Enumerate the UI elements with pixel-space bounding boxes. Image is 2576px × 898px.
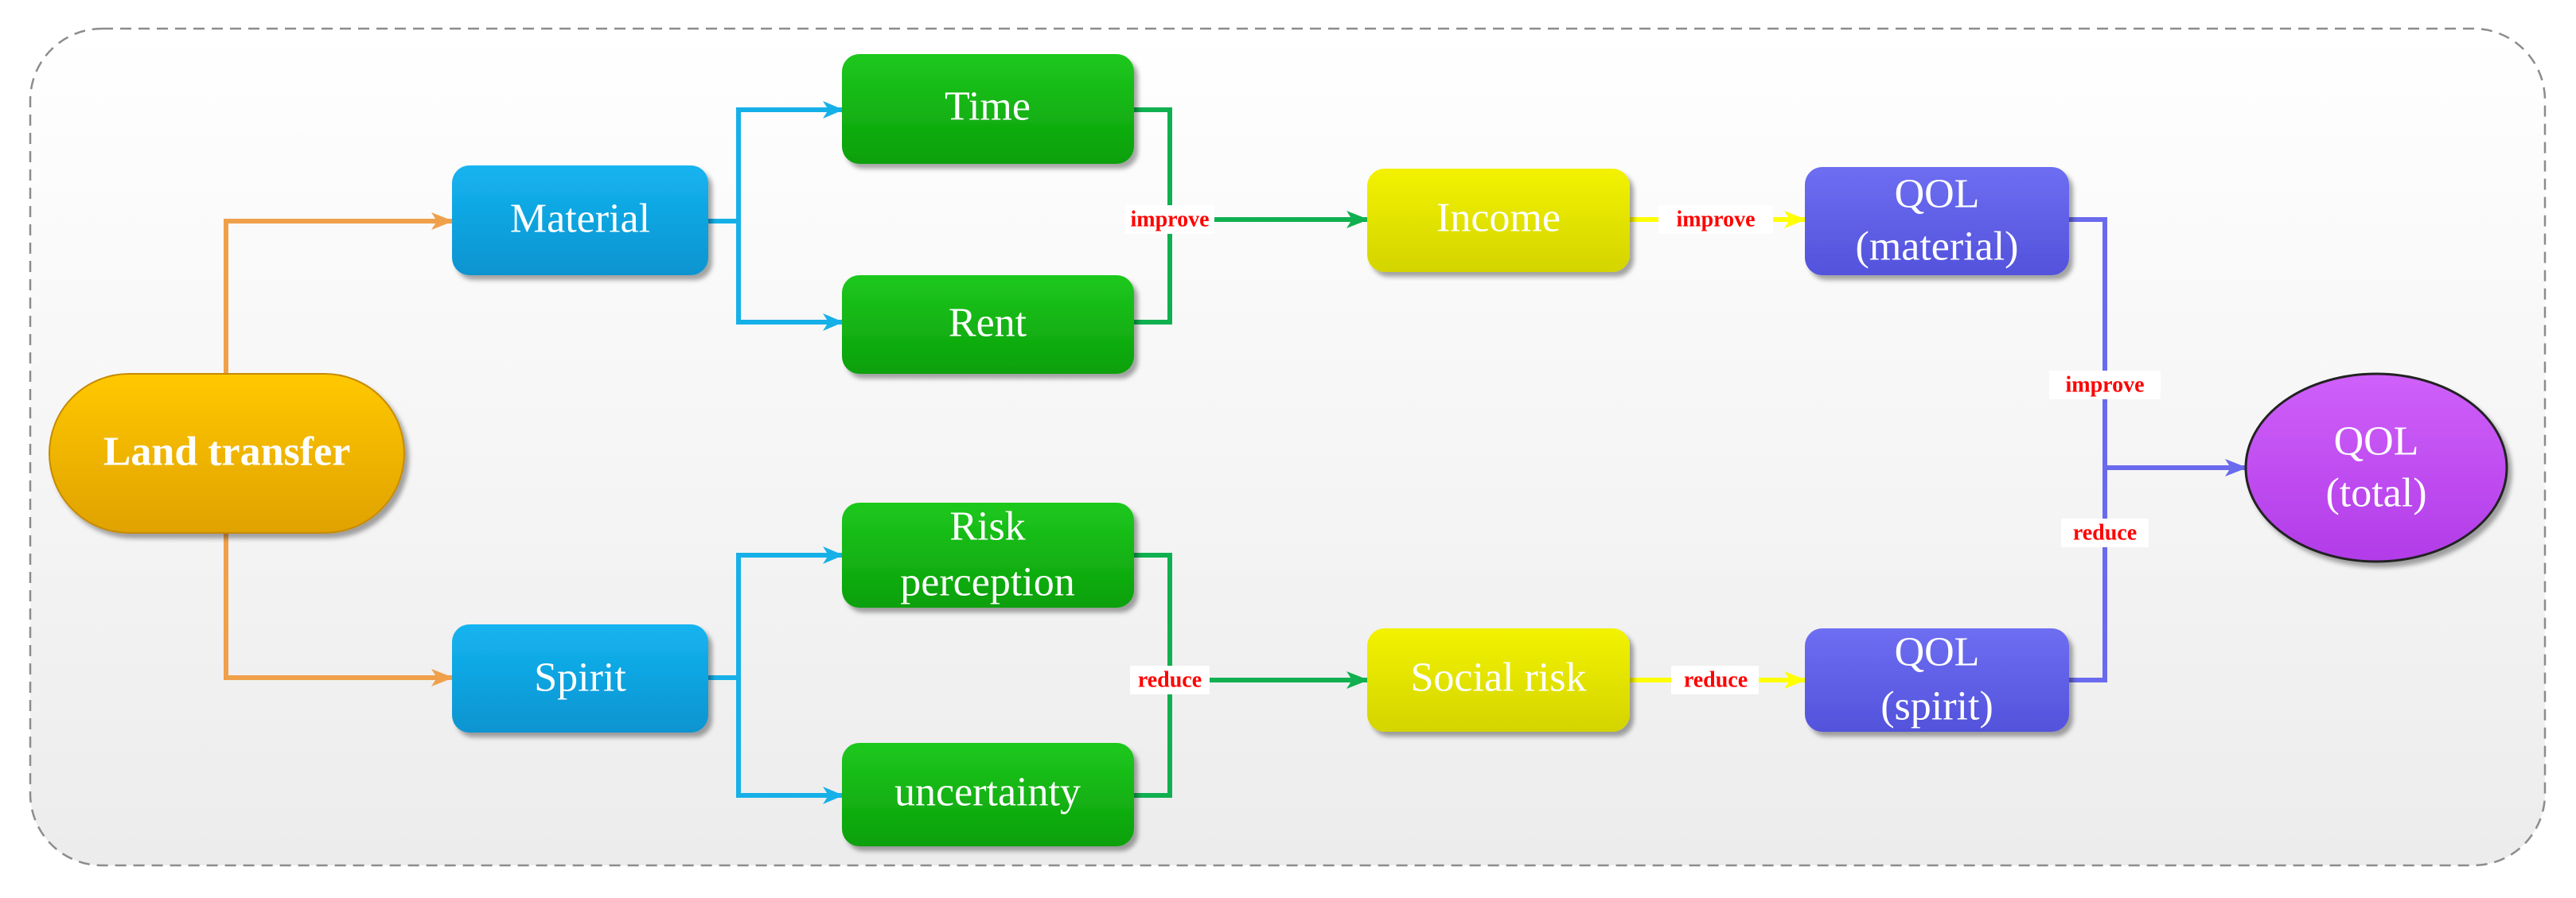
- node-qol-total-label-line1: QOL: [2334, 419, 2419, 465]
- node-time-label: Time: [945, 84, 1031, 130]
- node-qol-material-label-line1: QOL: [1895, 172, 1980, 217]
- edge-label-reduce-total: reduce: [2073, 521, 2137, 546]
- edge-label-reduce-qol-spirit: reduce: [1684, 668, 1748, 693]
- edge-land-to-material: [224, 212, 454, 374]
- node-qol-total: [2244, 372, 2508, 563]
- node-social-risk: [1367, 628, 1630, 732]
- node-spirit-label: Spirit: [534, 655, 626, 701]
- node-uncertainty-label: uncertainty: [894, 770, 1081, 815]
- edge-label-improve-income: improve: [1130, 208, 1209, 232]
- node-rent: [842, 275, 1134, 374]
- node-qol-material: [1805, 167, 2069, 275]
- node-qol-material-label-line2: (material): [1856, 224, 2019, 270]
- node-uncertainty: [842, 743, 1134, 846]
- node-qol-spirit-label-line1: QOL: [1895, 630, 1980, 675]
- label-bg: [1130, 666, 1210, 694]
- node-risk-perception: [842, 503, 1134, 608]
- node-spirit: [452, 624, 708, 733]
- node-material-label: Material: [510, 196, 650, 242]
- node-qol-spirit: [1805, 628, 2069, 732]
- node-qol-spirit-label-line2: (spirit): [1880, 684, 1993, 729]
- node-land-transfer: [49, 373, 405, 534]
- label-bg: [1658, 205, 1773, 234]
- node-income: [1367, 169, 1630, 272]
- label-bg: [1125, 205, 1214, 234]
- edge-spirit-to-uncertainty: [736, 678, 844, 804]
- label-bg: [1671, 666, 1759, 694]
- edge-material-to-time: [708, 101, 844, 224]
- edge-qol-join: [2069, 217, 2107, 682]
- node-time: [842, 54, 1134, 164]
- edge-label-improve-total: improve: [2065, 373, 2144, 398]
- node-social-risk-label: Social risk: [1411, 655, 1587, 701]
- label-bg: [2061, 519, 2149, 547]
- node-material: [452, 165, 708, 275]
- edge-spirit-to-risk: [708, 546, 844, 680]
- edge-land-to-spirit: [224, 533, 454, 686]
- node-income-label: Income: [1436, 196, 1561, 241]
- edge-material-to-rent: [736, 221, 844, 331]
- node-qol-total-label-line2: (total): [2325, 471, 2426, 516]
- label-bg: [2049, 371, 2161, 399]
- node-land-transfer-label: Land transfer: [103, 430, 351, 475]
- node-risk-perception-label-line1: Risk: [949, 504, 1025, 550]
- node-rent-label: Rent: [949, 301, 1027, 346]
- node-risk-perception-label-line2: perception: [900, 560, 1074, 605]
- edge-label-reduce-social-risk: reduce: [1138, 668, 1202, 693]
- edge-label-improve-qol-material: improve: [1676, 208, 1755, 232]
- background-frame: [29, 27, 2547, 867]
